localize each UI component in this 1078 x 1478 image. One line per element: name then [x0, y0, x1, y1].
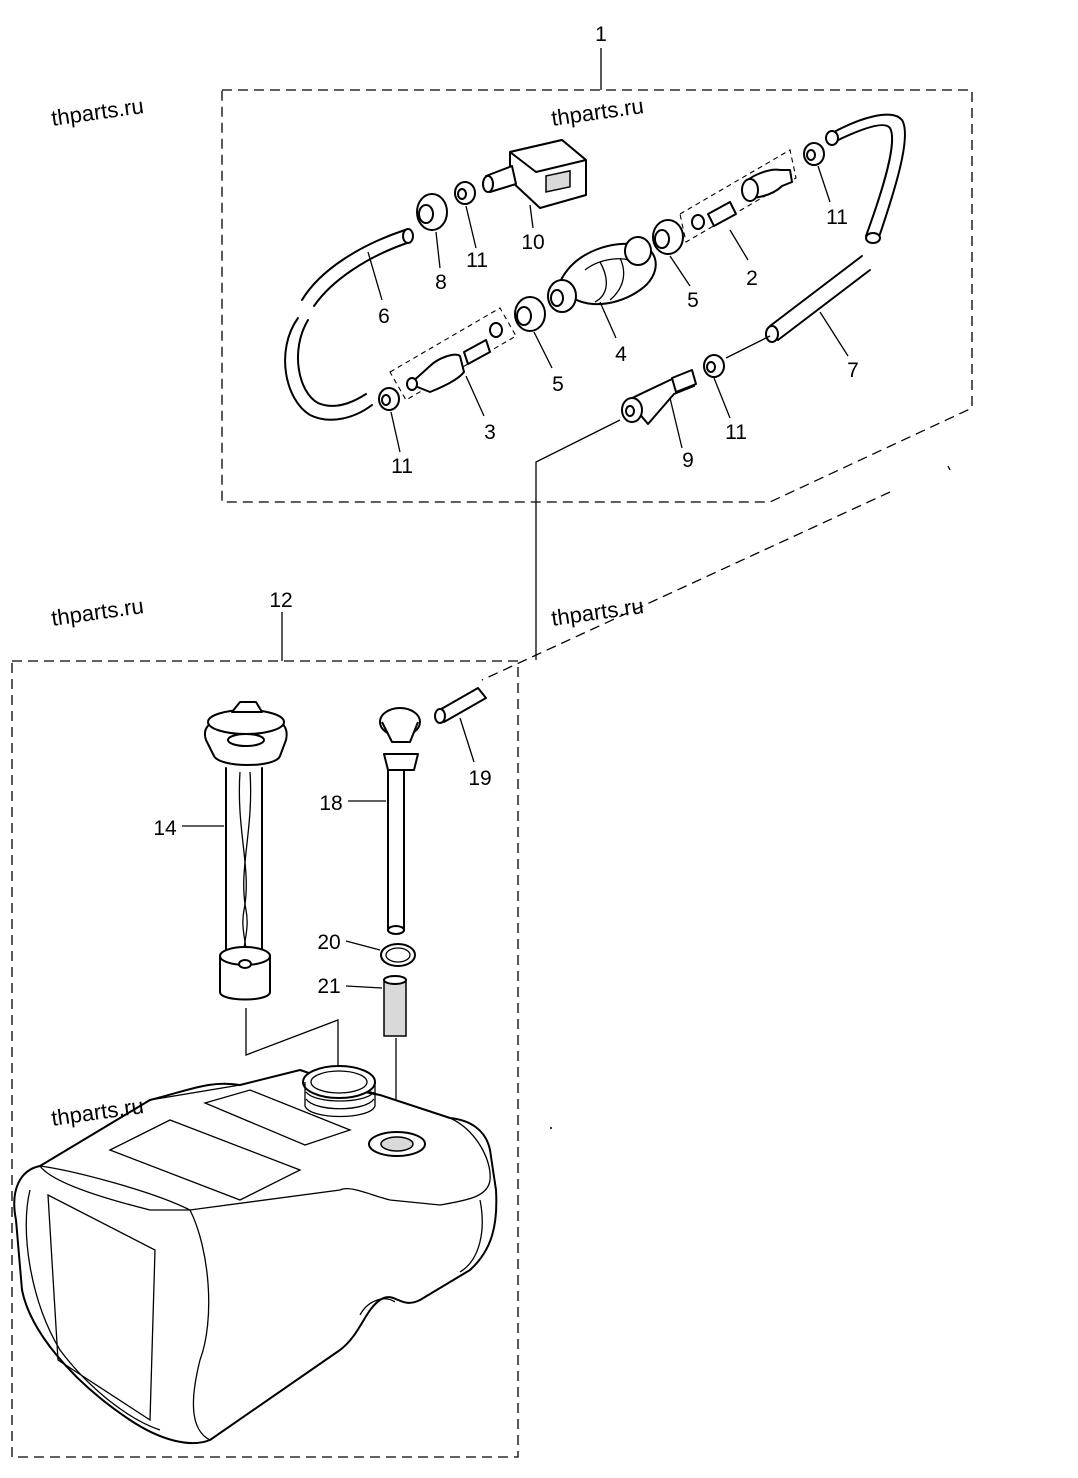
callout-20: 20 — [317, 931, 341, 954]
callout-19: 19 — [468, 767, 492, 790]
primer-bulb-4 — [547, 236, 657, 339]
washer-11-upper-right — [803, 142, 831, 203]
callout-5b: 5 — [687, 289, 699, 312]
callout-9: 9 — [682, 449, 694, 472]
washer-11-left — [378, 387, 401, 453]
connector-10 — [482, 139, 587, 229]
group-12-boundary — [11, 612, 519, 1458]
hose-7-upper — [825, 113, 906, 244]
fuel-gauge-14 — [182, 701, 288, 1001]
callout-11a: 11 — [466, 249, 488, 272]
callout-12: 12 — [269, 589, 293, 612]
pickup-tube-18 — [348, 707, 421, 935]
hose-6 — [301, 228, 414, 307]
stray-dot — [550, 1127, 552, 1129]
o-ring-20 — [345, 940, 416, 967]
fitting-19 — [434, 687, 487, 763]
callout-6: 6 — [378, 305, 390, 328]
callout-11d: 11 — [391, 455, 413, 478]
hose-7 — [765, 255, 871, 357]
callout-7: 7 — [847, 359, 859, 382]
callout-11b: 11 — [826, 206, 848, 229]
callout-4: 4 — [615, 343, 627, 366]
callout-14: 14 — [153, 817, 177, 840]
callout-1: 1 — [595, 23, 607, 46]
collar-5-right — [652, 219, 691, 287]
washer-11-top — [454, 181, 477, 249]
collar-5-left — [514, 296, 553, 369]
washer-11-lower-right — [703, 335, 771, 419]
valve-group-3 — [389, 307, 517, 417]
assembly-leader-lines — [481, 419, 951, 681]
callout-21: 21 — [317, 975, 341, 998]
fuel-tank — [13, 1008, 498, 1444]
callout-11c: 11 — [725, 421, 747, 444]
callout-18: 18 — [319, 792, 343, 815]
callout-2: 2 — [746, 267, 758, 290]
group-1-boundary — [221, 48, 973, 503]
callout-3: 3 — [484, 421, 496, 444]
callout-5a: 5 — [552, 373, 564, 396]
connector-9 — [621, 369, 697, 449]
valve-group-2 — [679, 149, 797, 261]
callout-10: 10 — [521, 231, 545, 254]
callout-8: 8 — [435, 271, 447, 294]
collar-8 — [416, 193, 448, 269]
strainer-21 — [345, 975, 407, 1140]
hose-6-lower — [284, 317, 373, 421]
